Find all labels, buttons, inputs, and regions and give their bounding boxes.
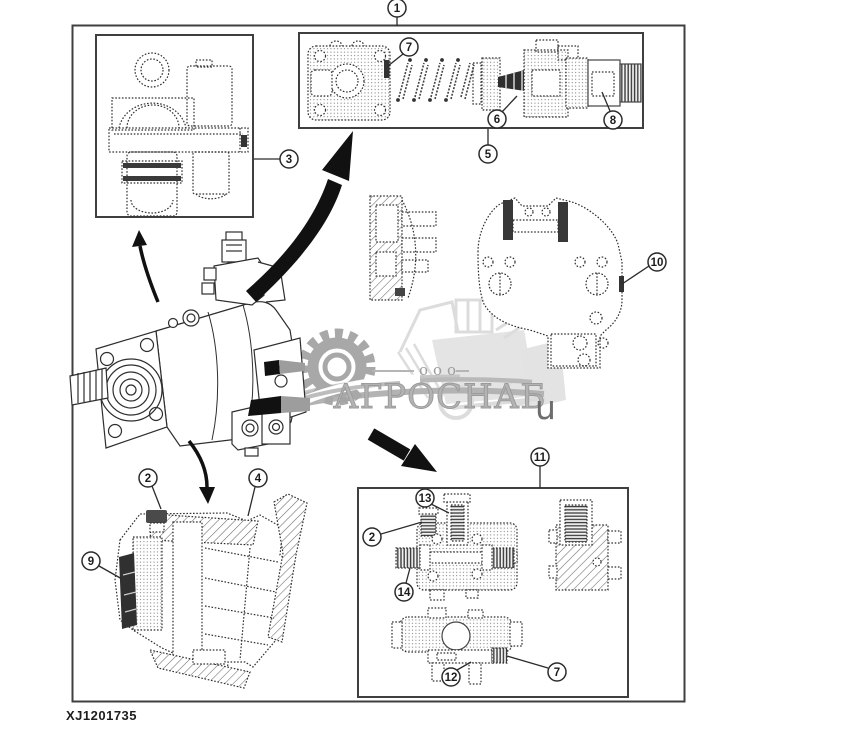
arrow-to-valve-inset bbox=[246, 179, 342, 302]
item-14-target bbox=[395, 547, 425, 569]
callout-13-leader bbox=[430, 503, 450, 514]
callout-2-manifold-leader bbox=[380, 521, 423, 535]
manifold-front-view bbox=[395, 493, 518, 601]
callout-5-number: 5 bbox=[485, 149, 492, 161]
arrow-to-servo-inset bbox=[138, 245, 160, 303]
callout-9-number: 9 bbox=[88, 556, 94, 568]
callout-5: 5 bbox=[478, 129, 498, 164]
callout-12-circle bbox=[441, 667, 461, 687]
callout-4-circle bbox=[248, 468, 268, 488]
flow-arrows bbox=[132, 131, 437, 504]
arrow-to-housing bbox=[187, 439, 209, 488]
callout-5-circle bbox=[478, 144, 498, 164]
callout-4: 4 bbox=[247, 468, 268, 517]
watermark-company: АГРОСНАБ bbox=[333, 377, 547, 418]
callout-2-housing: 2 bbox=[138, 468, 162, 510]
callout-2-housing-leader bbox=[151, 485, 162, 510]
housing-tube bbox=[267, 493, 308, 643]
callout-6-leader bbox=[501, 95, 518, 113]
callout-6-circle bbox=[487, 109, 507, 129]
callout-9: 9 bbox=[81, 551, 123, 580]
callout-3-number: 3 bbox=[286, 154, 292, 166]
callout-2-housing-number: 2 bbox=[145, 473, 151, 485]
inset-box-servo bbox=[95, 34, 254, 218]
callout-3-circle bbox=[279, 149, 299, 169]
callout-8: 8 bbox=[601, 91, 623, 130]
callout-2-housing-circle bbox=[138, 468, 158, 488]
housing-drawing bbox=[114, 493, 308, 689]
arrow-to-manifold-inset bbox=[367, 428, 411, 461]
callout-10-circle bbox=[647, 252, 667, 272]
callout-3: 3 bbox=[254, 149, 299, 169]
callout-9-leader bbox=[98, 565, 123, 580]
callout-9-circle bbox=[81, 551, 101, 571]
inset-box-valve bbox=[298, 32, 644, 129]
callout-12-number: 12 bbox=[445, 672, 458, 684]
callout-1: 1 bbox=[387, 0, 407, 26]
item-2-target bbox=[146, 510, 167, 523]
springs bbox=[398, 62, 475, 100]
callout-6-number: 6 bbox=[494, 114, 500, 126]
callout-7-manifold: 7 bbox=[506, 655, 567, 682]
port-dash-arrows bbox=[248, 360, 310, 416]
callout-6: 6 bbox=[487, 95, 518, 129]
callout-7-valve-circle bbox=[399, 37, 419, 57]
watermark-ooo: ооо bbox=[419, 361, 462, 379]
callout-10-leader bbox=[621, 265, 650, 285]
item-13-target bbox=[450, 504, 465, 542]
item-7-target bbox=[384, 60, 390, 78]
callout-1-circle bbox=[387, 0, 407, 18]
callout-13-number: 13 bbox=[419, 493, 432, 505]
callout-2-manifold-circle bbox=[362, 527, 382, 547]
pump-shaft bbox=[69, 367, 109, 406]
callout-12-leader bbox=[456, 661, 472, 671]
manifold-bottom-view bbox=[391, 607, 523, 685]
item-7-manifold-target bbox=[491, 647, 508, 664]
callout-11-circle bbox=[530, 447, 550, 467]
callout-7-valve-leader bbox=[387, 53, 404, 67]
callout-7-manifold-circle bbox=[547, 662, 567, 682]
callout-10: 10 bbox=[621, 252, 667, 285]
item-10-target bbox=[619, 276, 624, 292]
callout-14-leader bbox=[405, 567, 411, 584]
callout-10-number: 10 bbox=[651, 257, 664, 269]
callout-1-number: 1 bbox=[394, 3, 401, 15]
pump-bottom-manifold bbox=[231, 404, 291, 457]
callout-13: 13 bbox=[415, 488, 450, 514]
callout-14-number: 14 bbox=[398, 587, 411, 599]
watermark-suffix: u bbox=[535, 388, 556, 427]
callout-8-number: 8 bbox=[610, 115, 617, 127]
callout-7-manifold-number: 7 bbox=[554, 667, 560, 679]
callout-7-valve: 7 bbox=[387, 37, 419, 67]
callout-4-number: 4 bbox=[255, 473, 262, 485]
figure-code: XJ1201735 bbox=[66, 708, 138, 723]
charge-valve-drawing bbox=[307, 39, 642, 121]
callout-14: 14 bbox=[394, 567, 414, 602]
bracket-drawing bbox=[369, 195, 437, 301]
manifold-views-drawing bbox=[391, 493, 622, 685]
item-8-target bbox=[587, 59, 621, 107]
inset-box-manifold bbox=[357, 487, 629, 698]
manifold-side-view bbox=[548, 499, 622, 591]
end-cap-drawing bbox=[477, 197, 624, 369]
callout-8-leader bbox=[601, 91, 611, 112]
callout-11: 11 bbox=[530, 447, 550, 488]
callout-11-number: 11 bbox=[534, 452, 547, 464]
figure-border bbox=[71, 24, 686, 703]
callout-13-circle bbox=[415, 488, 435, 508]
callout-7-manifold-leader bbox=[506, 655, 549, 669]
callout-2-manifold-number: 2 bbox=[369, 532, 375, 544]
callout-14-circle bbox=[394, 582, 414, 602]
spring-pins bbox=[396, 58, 460, 102]
servo-valve-drawing bbox=[108, 52, 249, 217]
callout-12: 12 bbox=[441, 661, 472, 687]
callout-4-leader bbox=[247, 486, 256, 517]
callout-7-valve-number: 7 bbox=[406, 42, 412, 54]
callout-8-circle bbox=[603, 110, 623, 130]
callout-2-manifold: 2 bbox=[362, 521, 423, 547]
